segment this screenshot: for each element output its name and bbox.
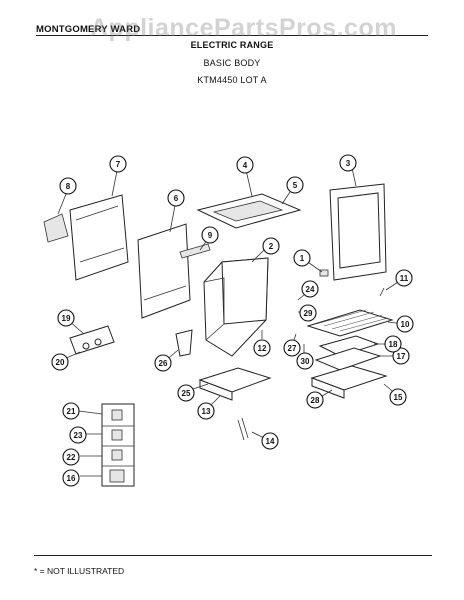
svg-text:24: 24: [306, 285, 315, 294]
brand-name: MONTGOMERY WARD: [36, 24, 141, 35]
callout-2[interactable]: 2: [262, 237, 280, 255]
part-hinge-assembly: [69, 325, 115, 355]
svg-text:5: 5: [293, 181, 298, 190]
callout-29[interactable]: 29: [299, 304, 317, 322]
callout-19[interactable]: 19: [57, 309, 75, 327]
callout-6[interactable]: 6: [167, 189, 185, 207]
part-bracket: [179, 243, 211, 259]
svg-text:13: 13: [202, 407, 211, 416]
svg-text:23: 23: [74, 431, 83, 440]
callout-15[interactable]: 15: [389, 388, 407, 406]
callout-24[interactable]: 24: [301, 280, 319, 298]
svg-text:18: 18: [389, 340, 398, 349]
watermark: AppliancePartsPros.com: [90, 14, 397, 42]
callout-28[interactable]: 28: [306, 391, 324, 409]
callout-16[interactable]: 16: [62, 469, 80, 487]
svg-text:11: 11: [400, 274, 409, 283]
callout-13[interactable]: 13: [197, 402, 215, 420]
svg-text:25: 25: [182, 389, 191, 398]
callout-22[interactable]: 22: [62, 448, 80, 466]
svg-text:3: 3: [346, 159, 351, 168]
part-side-panel: [137, 223, 191, 319]
svg-text:16: 16: [67, 474, 76, 483]
callout-25[interactable]: 25: [177, 384, 195, 402]
callout-20[interactable]: 20: [51, 353, 69, 371]
callout-4[interactable]: 4: [236, 156, 254, 174]
svg-text:14: 14: [266, 437, 275, 446]
svg-text:8: 8: [66, 182, 71, 191]
part-leveling-leg: [237, 417, 249, 441]
svg-text:21: 21: [67, 407, 76, 416]
callout-7[interactable]: 7: [109, 155, 127, 173]
header-rule: [36, 35, 428, 36]
part-broil-rack: [306, 309, 394, 337]
svg-text:10: 10: [401, 320, 410, 329]
svg-text:26: 26: [159, 359, 168, 368]
svg-text:30: 30: [301, 357, 310, 366]
svg-text:15: 15: [394, 393, 403, 402]
part-rear-panel: [69, 194, 129, 281]
callout-27[interactable]: 27: [283, 339, 301, 357]
callout-12[interactable]: 12: [253, 339, 271, 357]
svg-text:22: 22: [67, 453, 76, 462]
svg-text:20: 20: [56, 358, 65, 367]
callout-8[interactable]: 8: [59, 177, 77, 195]
part-insulation-pad: [43, 213, 69, 243]
callout-11[interactable]: 11: [395, 269, 413, 287]
callout-1[interactable]: 1: [293, 249, 311, 267]
part-clip: [319, 269, 329, 277]
svg-text:7: 7: [116, 160, 121, 169]
section-name: BASIC BODY: [203, 58, 261, 68]
svg-text:27: 27: [288, 344, 297, 353]
svg-text:12: 12: [258, 344, 267, 353]
svg-text:9: 9: [208, 231, 213, 240]
svg-text:2: 2: [269, 242, 274, 251]
footer-rule: [34, 555, 432, 556]
part-cylinder: [175, 329, 193, 357]
callout-30[interactable]: 30: [296, 352, 314, 370]
callout-17[interactable]: 17: [392, 347, 410, 365]
callout-14[interactable]: 14: [261, 432, 279, 450]
part-screw: [379, 287, 385, 297]
svg-text:29: 29: [304, 309, 313, 318]
callout-9[interactable]: 9: [201, 226, 219, 244]
callout-23[interactable]: 23: [69, 426, 87, 444]
svg-text:19: 19: [62, 314, 71, 323]
callout-10[interactable]: 10: [396, 315, 414, 333]
callout-3[interactable]: 3: [339, 154, 357, 172]
part-top-insulation: [212, 200, 284, 222]
callout-26[interactable]: 26: [154, 354, 172, 372]
callout-5[interactable]: 5: [286, 176, 304, 194]
svg-text:4: 4: [243, 161, 248, 170]
svg-text:28: 28: [311, 396, 320, 405]
model-number: KTM4450 LOT A: [197, 75, 267, 85]
callout-21[interactable]: 21: [62, 402, 80, 420]
svg-text:17: 17: [397, 352, 406, 361]
svg-text:6: 6: [174, 194, 179, 203]
callout-18[interactable]: 18: [384, 335, 402, 353]
diagram-title: ELECTRIC RANGE: [190, 40, 274, 50]
svg-text:1: 1: [300, 254, 305, 263]
footnote: * = NOT ILLUSTRATED: [34, 566, 125, 576]
